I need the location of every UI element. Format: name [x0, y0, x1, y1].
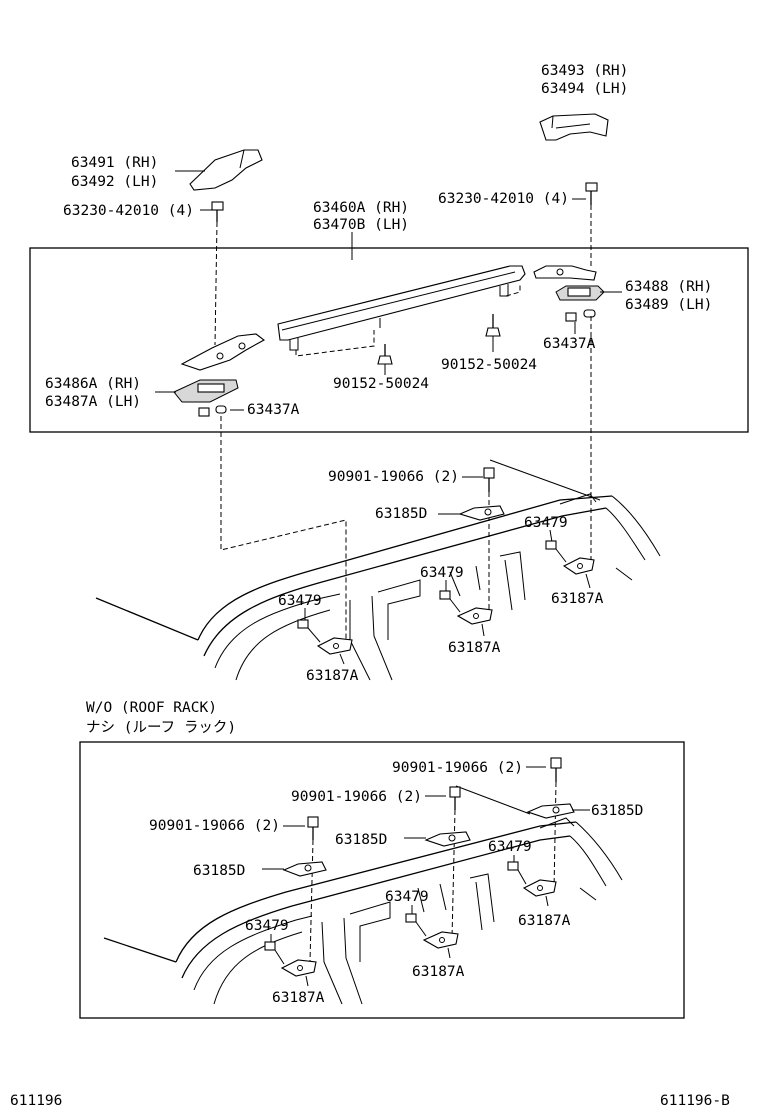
lower-mid-retainer-part [424, 831, 471, 847]
label-63491: 63491 (RH) [71, 155, 158, 171]
left-clip-a-icon [297, 619, 309, 629]
lower-right-clip-a-icon [507, 861, 519, 871]
right-clip-icon [565, 312, 577, 322]
footer-code-right: 611196-B [660, 1093, 730, 1109]
left-gasket-part [173, 379, 239, 403]
label-63185d-lower-left: 63185D [193, 863, 245, 879]
right-gasket-part [555, 285, 605, 301]
rear-end-cover-part [539, 113, 609, 141]
bolt-left-icon [211, 201, 224, 222]
label-wo-roof-rack-jp: ナシ (ルーフ ラック) [86, 719, 236, 736]
lower-left-clip-b-part [280, 959, 317, 977]
lower-mid-bolt-icon [449, 786, 461, 810]
lower-right-clip-b-part [522, 879, 557, 897]
label-63185d-lower-right: 63185D [591, 803, 643, 819]
lower-left-retainer-part [282, 861, 327, 877]
label-63185d-lower-mid: 63185D [335, 832, 387, 848]
without-roof-rack-frame [79, 741, 685, 1019]
roof-rail-part [277, 265, 526, 351]
roof-rack-assembly-frame [29, 247, 749, 433]
screw-left-icon [377, 344, 393, 365]
label-63479-lower-right: 63479 [488, 839, 532, 855]
label-63460a: 63460A (RH) [313, 200, 409, 216]
label-bolt-right: 63230-42010 (4) [438, 191, 569, 207]
roof-outline-lower [103, 785, 623, 1005]
left-rail-bracket-part [180, 333, 266, 371]
mid-clip-a-icon [439, 590, 451, 600]
lower-right-retainer-part [526, 803, 575, 819]
label-63479-right: 63479 [524, 515, 568, 531]
upper-retainer-part [458, 505, 505, 521]
label-63487a: 63487A (LH) [45, 394, 141, 410]
label-63494: 63494 (LH) [541, 81, 628, 97]
label-63489: 63489 (LH) [625, 297, 712, 313]
label-63488: 63488 (RH) [625, 279, 712, 295]
mid-clip-b-part [456, 607, 493, 625]
lower-left-clip-a-icon [264, 941, 276, 951]
screw-right-icon [485, 314, 501, 337]
upper-bolt-icon [483, 467, 495, 492]
bolt-right-icon [585, 182, 598, 205]
label-63187a-right: 63187A [551, 591, 604, 607]
label-63437a-right: 63437A [543, 336, 596, 352]
label-63187a-lower-left: 63187A [272, 990, 325, 1006]
label-63187a-lower-mid: 63187A [412, 964, 465, 980]
label-63187a-lower-right: 63187A [518, 913, 571, 929]
left-clip-b-part [316, 637, 353, 655]
label-63479-left: 63479 [278, 593, 322, 609]
right-clip-a-icon [545, 540, 557, 550]
lower-mid-clip-b-part [422, 931, 459, 949]
label-bolt-left: 63230-42010 (4) [63, 203, 194, 219]
label-63470b: 63470B (LH) [313, 217, 409, 233]
left-nut-icon [215, 405, 227, 414]
right-nut-icon [583, 309, 596, 318]
label-90152-left: 90152-50024 [333, 376, 429, 392]
label-63486a: 63486A (RH) [45, 376, 141, 392]
label-63479-lower-mid: 63479 [385, 889, 429, 905]
right-rail-bracket-part [533, 265, 597, 281]
lower-mid-clip-a-icon [405, 913, 417, 923]
label-63437a-left: 63437A [247, 402, 300, 418]
lower-left-bolt-icon [307, 816, 319, 840]
right-clip-b-part [562, 557, 595, 575]
label-90901-lower-mid: 90901-19066 (2) [291, 789, 422, 805]
label-63479-lower-left: 63479 [245, 918, 289, 934]
label-63493: 63493 (RH) [541, 63, 628, 79]
label-90901-upper: 90901-19066 (2) [328, 469, 459, 485]
label-90901-lower-right: 90901-19066 (2) [392, 760, 523, 776]
footer-code-left: 611196 [10, 1093, 62, 1109]
label-wo-roof-rack: W/O (ROOF RACK) [86, 700, 217, 716]
lower-right-bolt-icon [550, 757, 562, 782]
roof-outline-upper [95, 459, 661, 681]
left-clip-icon [198, 407, 210, 417]
front-end-cover-part [189, 149, 263, 191]
label-63492: 63492 (LH) [71, 174, 158, 190]
label-90901-lower-left: 90901-19066 (2) [149, 818, 280, 834]
label-63479-mid: 63479 [420, 565, 464, 581]
label-90152-right: 90152-50024 [441, 357, 537, 373]
label-63185d-upper: 63185D [375, 506, 427, 522]
label-63187a-mid: 63187A [448, 640, 501, 656]
label-63187a-left: 63187A [306, 668, 359, 684]
